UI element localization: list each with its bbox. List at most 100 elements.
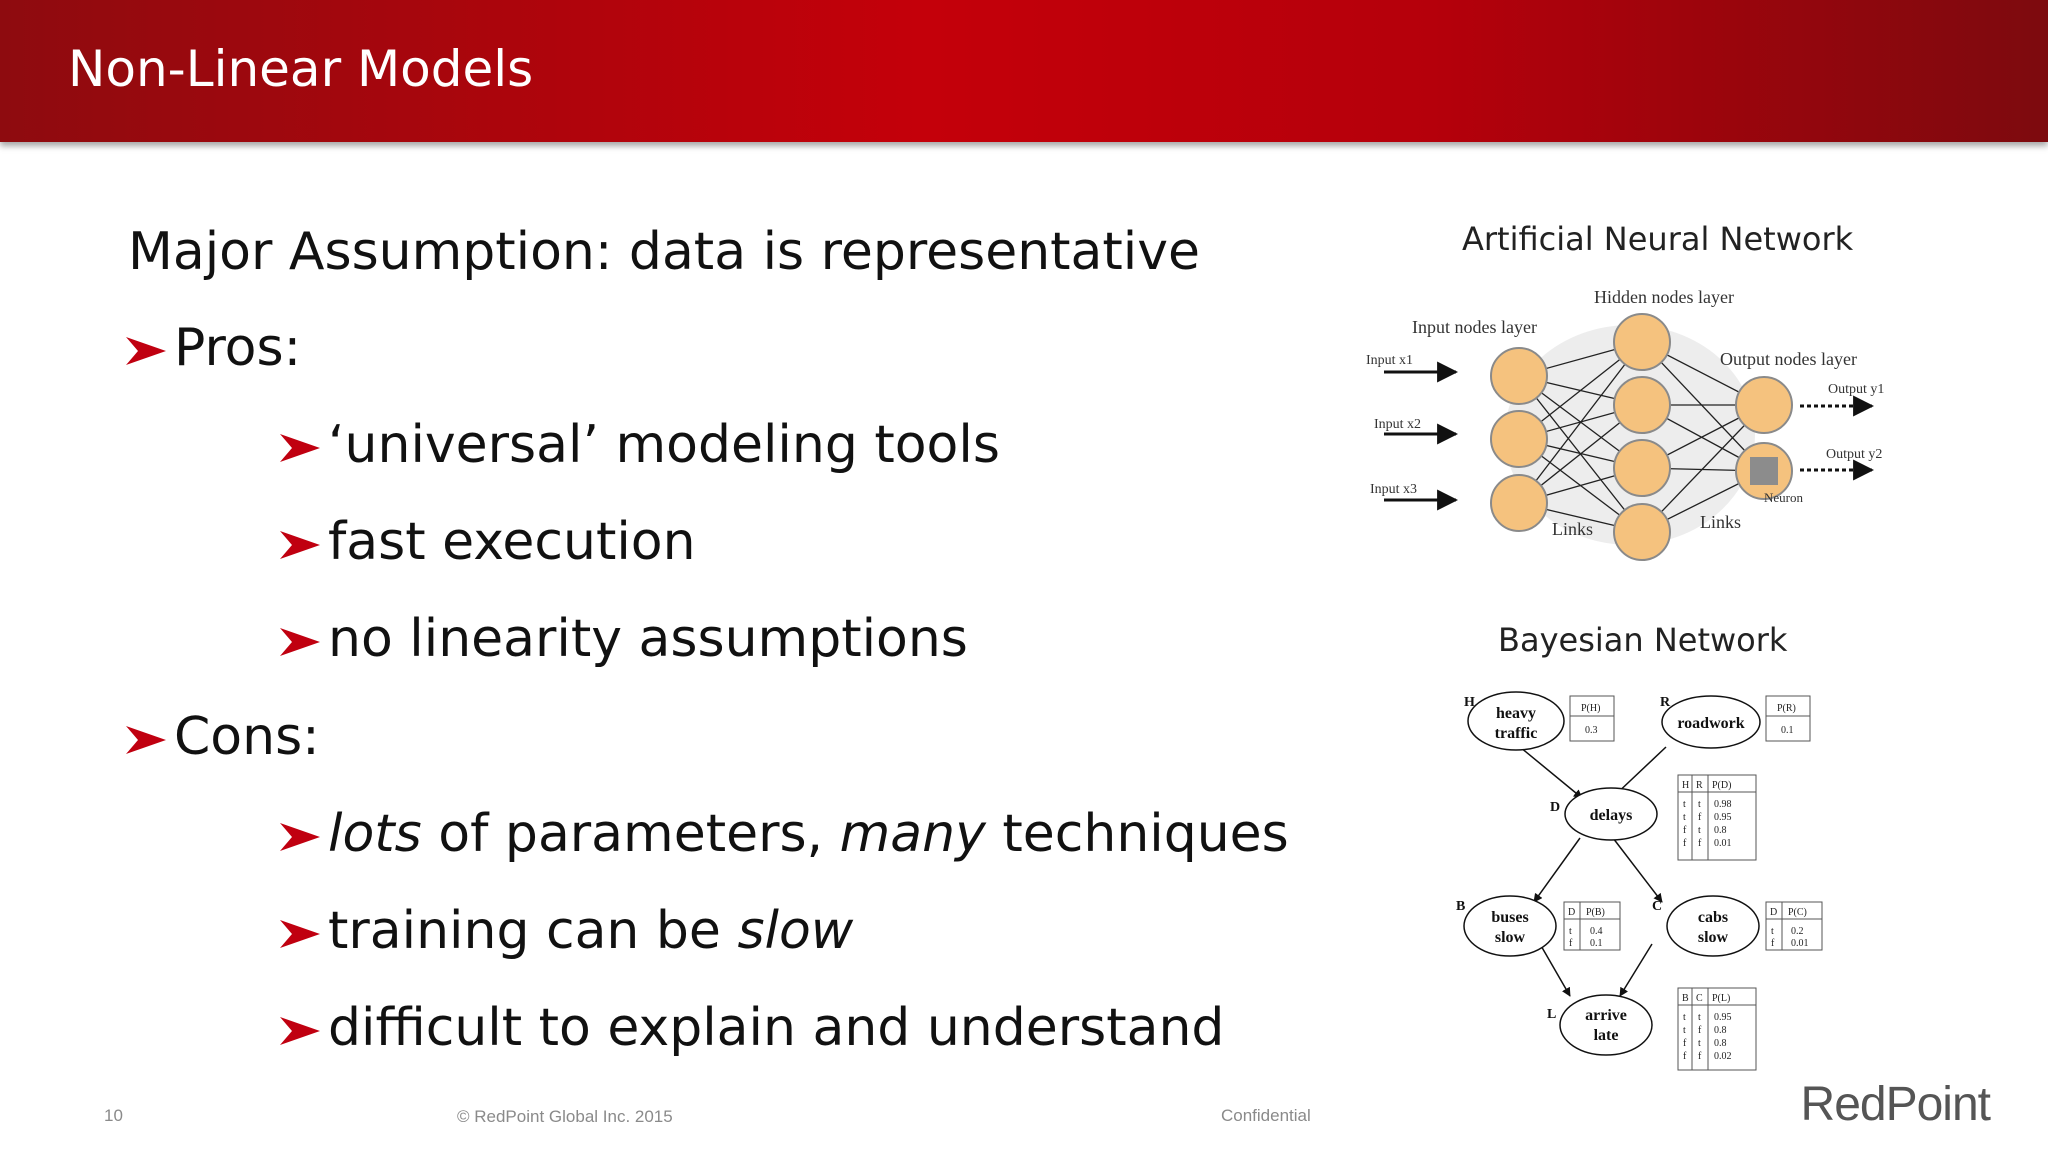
input-layer-label: Input nodes layer	[1412, 317, 1537, 337]
pros-item: no linearity assumptions	[280, 609, 968, 669]
cpt-cell: t	[1683, 1025, 1686, 1036]
bullet-arrow-icon	[280, 823, 320, 851]
cpt-cell: 0.8	[1714, 1038, 1727, 1049]
bullet-arrow-icon	[280, 434, 320, 462]
neuron-marker	[1750, 457, 1778, 485]
node-delays-label: delays	[1590, 807, 1633, 824]
pros-item-text: fast execution	[328, 512, 696, 572]
cpt-cell: 0.98	[1714, 799, 1732, 810]
bullet-arrow-icon	[280, 628, 320, 656]
cpt-cell: 0.8	[1714, 1025, 1727, 1036]
ann-caption: Artificial Neural Network	[1462, 220, 1854, 258]
cons-emph: lots	[328, 804, 422, 864]
slide-title: Non-Linear Models	[68, 40, 534, 98]
cpt-cell: f	[1698, 838, 1702, 849]
cpt-cell: t	[1698, 799, 1701, 810]
cpt-header: P(L)	[1712, 993, 1730, 1004]
cpt-cell: 0.02	[1714, 1051, 1732, 1062]
cpt-header: D	[1770, 907, 1777, 918]
cons-text: difficult to explain and understand	[328, 998, 1225, 1058]
node-traffic-label: traffic	[1495, 725, 1538, 742]
neuron-label: Neuron	[1764, 490, 1803, 505]
page-number: 10	[104, 1106, 123, 1125]
node-roadwork-label: roadwork	[1677, 715, 1744, 732]
neural-network-diagram: Input nodes layer Hidden nodes layer Out…	[1366, 287, 1884, 561]
bullet-arrow-icon	[280, 920, 320, 948]
heading-text: Major Assumption: data is representative	[128, 222, 1201, 282]
bullet-arrow-icon	[280, 1017, 320, 1045]
cpt-value: 0.1	[1781, 725, 1794, 736]
cpt-cell: f	[1698, 1051, 1702, 1062]
cpt-header: P(D)	[1712, 780, 1731, 791]
cpt-cell: f	[1683, 825, 1687, 836]
input-label: Input x2	[1374, 417, 1421, 432]
pros-label: Pros:	[174, 318, 302, 378]
hidden-layer-label: Hidden nodes layer	[1594, 287, 1734, 307]
var-d-label: D	[1550, 800, 1560, 815]
cons-text: of parameters,	[421, 804, 840, 864]
cpt-cell: f	[1771, 938, 1775, 949]
input-arrows	[1384, 361, 1459, 511]
cpt-header: P(C)	[1788, 907, 1807, 918]
pros-line: Pros:	[126, 318, 301, 378]
input-label: Input x3	[1370, 482, 1417, 497]
cpt-header: P(B)	[1586, 907, 1605, 918]
copyright: © RedPoint Global Inc. 2015	[457, 1107, 673, 1126]
bullet-arrow-icon	[126, 726, 166, 754]
cpt-cell: t	[1683, 1012, 1686, 1023]
input-label: Input x1	[1366, 353, 1413, 368]
cpt-cell: 0.95	[1714, 812, 1732, 823]
var-l-label: L	[1547, 1007, 1556, 1022]
links-label: Links	[1552, 519, 1593, 539]
node-heavy-label: heavy	[1496, 705, 1536, 722]
bullet-arrow-icon	[280, 531, 320, 559]
bn-edges	[1519, 746, 1667, 997]
cpt-values: P(H) 0.3 P(R) 0.1 H R P(D) t t 0.98 t f …	[1568, 703, 1809, 1062]
cpt-cell: t	[1569, 926, 1572, 937]
pros-item-text: no linearity assumptions	[328, 609, 968, 669]
cpt-header: B	[1682, 993, 1689, 1004]
cons-emph: slow	[737, 901, 854, 961]
cpt-cell: f	[1683, 1038, 1687, 1049]
cpt-cell: t	[1698, 1038, 1701, 1049]
cpt-header: P(R)	[1777, 703, 1796, 714]
cpt-tables	[1563, 695, 1823, 1071]
var-h-label: H	[1464, 695, 1475, 710]
bn-caption: Bayesian Network	[1498, 621, 1788, 659]
cpt-cell: t	[1771, 926, 1774, 937]
cons-label: Cons:	[174, 707, 320, 767]
output-arrows	[1800, 395, 1875, 481]
cpt-cell: 0.8	[1714, 825, 1727, 836]
cpt-value: 0.3	[1585, 725, 1598, 736]
cpt-header: P(H)	[1581, 703, 1600, 714]
output-layer-label: Output nodes layer	[1720, 349, 1857, 369]
redpoint-logo: RedPoint	[1800, 1078, 1991, 1131]
cpt-header: H	[1682, 780, 1689, 791]
cpt-cell: f	[1683, 838, 1687, 849]
node-cabs-label: cabs	[1698, 909, 1728, 926]
bayesian-network-diagram: heavy traffic roadwork delays buses slow…	[1456, 691, 1823, 1071]
output-label: Output y1	[1828, 382, 1884, 397]
heading-line: Major Assumption: data is representative	[128, 222, 1200, 282]
cons-item: training can be slow	[280, 901, 853, 961]
title-bar: Non-Linear Models	[0, 0, 2048, 142]
cpt-cell: f	[1569, 938, 1573, 949]
cpt-cell: f	[1698, 1025, 1702, 1036]
cpt-cell: 0.01	[1714, 838, 1732, 849]
cpt-header: D	[1568, 907, 1575, 918]
node-buses-slow-label: slow	[1495, 929, 1526, 946]
brain-background	[1505, 325, 1755, 545]
confidential-label: Confidential	[1221, 1106, 1311, 1125]
bn-nodes	[1463, 691, 1761, 1056]
cons-text: techniques	[985, 804, 1289, 864]
pros-item: ‘universal’ modeling tools	[280, 415, 1000, 475]
cpt-cell: 0.1	[1590, 938, 1603, 949]
links-label: Links	[1700, 512, 1741, 532]
cpt-cell: t	[1683, 812, 1686, 823]
cpt-cell: 0.4	[1590, 926, 1603, 937]
cpt-cell: 0.95	[1714, 1012, 1732, 1023]
cpt-header: R	[1696, 780, 1703, 791]
node-buses-label: buses	[1491, 909, 1528, 926]
node-late-label: late	[1594, 1027, 1619, 1044]
pros-item-text: ‘universal’ modeling tools	[328, 415, 1000, 475]
